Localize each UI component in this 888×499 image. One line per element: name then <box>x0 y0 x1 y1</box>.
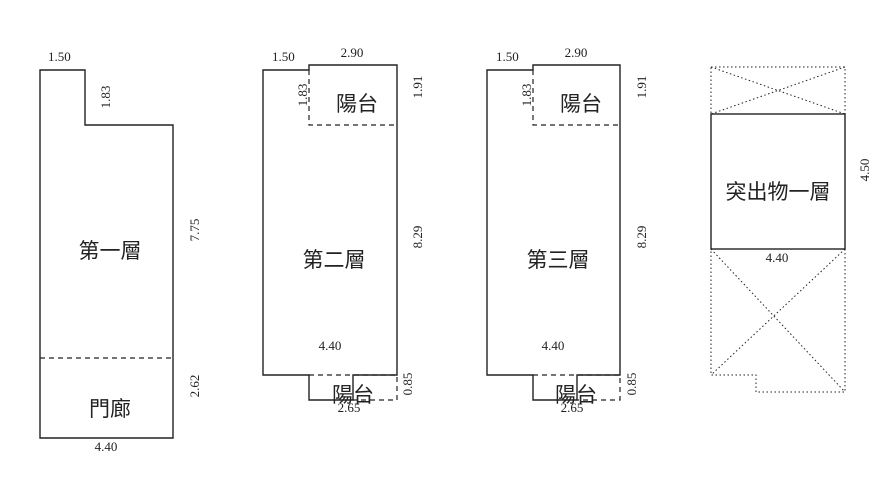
roof-structure-outline <box>710 113 846 250</box>
floor2-rear-balcony-boundary <box>309 374 398 401</box>
floor3-side-length: 8.29 <box>634 226 649 249</box>
floor3-balcony-boundary <box>532 70 620 126</box>
floor3-outline <box>486 64 621 401</box>
floor3-width: 4.40 <box>542 338 565 353</box>
floor2-room-label: 第二層 <box>303 248 366 272</box>
floor2-outline <box>262 64 398 401</box>
floor3-room-label: 第三層 <box>527 248 590 272</box>
floor3-plan: 1.50 2.90 1.83 1.91 8.29 4.40 0.85 2.65 … <box>486 45 649 415</box>
floor1-porch-length: 2.62 <box>187 375 202 398</box>
roof-room-label: 突出物一層 <box>726 180 831 204</box>
floor3-rear-balcony-depth: 0.85 <box>624 373 639 396</box>
floor2-balcony-depth: 1.91 <box>410 76 425 99</box>
floor2-rear-balcony-label: 陽台 <box>332 383 374 407</box>
floor3-top-left-width: 1.50 <box>496 49 519 64</box>
roof-bottom-cross-a <box>710 248 846 393</box>
roof-height: 4.50 <box>857 159 872 182</box>
roof-bottom-cross-b <box>710 248 846 376</box>
floor1-side-length: 7.75 <box>187 219 202 242</box>
floor1-bottom-width: 4.40 <box>95 439 118 454</box>
floor1-porch-label: 門廊 <box>89 397 131 421</box>
floor1-room-label: 第一層 <box>79 239 142 263</box>
floor2-rear-balcony-width: 2.65 <box>338 400 361 415</box>
floor1-plan: 1.50 1.83 7.75 2.62 4.40 第一層 門廊 <box>39 49 202 454</box>
floor3-balcony-label: 陽台 <box>560 92 602 116</box>
floor1-outline <box>39 69 174 439</box>
floor2-balcony-boundary <box>308 70 397 126</box>
floor3-rear-balcony-boundary <box>533 374 621 401</box>
roof-plan: 4.50 4.40 突出物一層 <box>710 66 872 393</box>
floor2-plan: 1.50 2.90 1.83 1.91 8.29 4.40 0.85 2.65 … <box>262 45 425 415</box>
floor2-side-length: 8.29 <box>410 226 425 249</box>
floor1-top-left-width: 1.50 <box>48 49 71 64</box>
floor2-top-left-width: 1.50 <box>272 49 295 64</box>
floor2-width: 4.40 <box>319 338 342 353</box>
floor2-rear-balcony-depth: 0.85 <box>400 373 415 396</box>
floor3-balcony-depth: 1.91 <box>634 76 649 99</box>
floor3-rear-balcony-label: 陽台 <box>555 383 597 407</box>
roof-width: 4.40 <box>766 250 789 265</box>
floor3-rear-balcony-width: 2.65 <box>561 400 584 415</box>
floor2-notch-depth: 1.83 <box>295 84 310 107</box>
floor2-balcony-width: 2.90 <box>341 45 364 60</box>
floor3-notch-depth: 1.83 <box>519 84 534 107</box>
floor2-balcony-label: 陽台 <box>336 92 378 116</box>
floor1-notch-depth: 1.83 <box>98 86 113 109</box>
floor3-balcony-width: 2.90 <box>565 45 588 60</box>
roof-open-area-outline <box>710 66 846 393</box>
